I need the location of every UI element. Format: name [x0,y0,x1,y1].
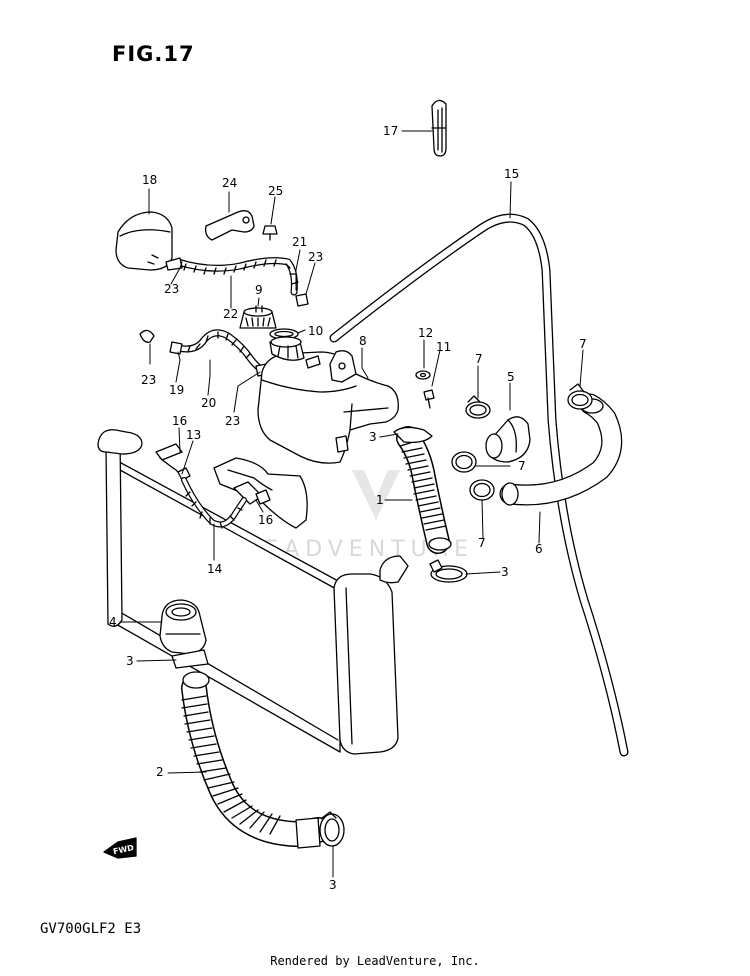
callout-3-d: 3 [329,878,337,892]
callout-21: 21 [292,235,308,249]
part-3-clamp-upper [429,559,468,583]
callout-16-b: 16 [258,513,274,527]
callout-17: 17 [383,124,399,138]
part-7-clamps [451,383,593,501]
callout-22: 22 [223,307,239,321]
callout-14: 14 [207,562,223,576]
callout-16-a: 16 [172,414,188,428]
part-15-overflow-hose [329,213,629,757]
model-code: GV700GLF2 E3 [40,921,142,937]
render-credit: Rendered by LeadVenture, Inc. [270,954,480,968]
callout-3-a: 3 [369,430,377,444]
callout-23-b: 23 [164,282,180,296]
callout-4: 4 [109,615,117,629]
part-12-washer [415,370,431,380]
part-25-screw [262,225,278,241]
part-5-hose [485,416,531,463]
callout-2: 2 [156,765,164,779]
fwd-arrow: FWD [103,837,137,859]
callout-8: 8 [359,334,367,348]
part-9-cap [239,305,277,329]
callout-15: 15 [504,167,520,181]
callout-6: 6 [535,542,543,556]
part-4-fitting [159,599,207,655]
part-3-clamp-lower [319,811,345,847]
callout-7-c: 7 [518,459,526,473]
callout-7-d: 7 [478,536,486,550]
part-3-clamp-mid [171,649,209,669]
callout-11: 11 [436,340,452,354]
part-17-hose-clip [431,99,447,157]
callout-18: 18 [142,173,158,187]
part-8-reservoir-tank [257,336,399,464]
callout-1: 1 [376,493,384,507]
figure-title: FIG.17 [112,42,195,66]
callout-10: 10 [308,324,324,338]
callout-23-a: 23 [308,250,324,264]
callout-7-a: 7 [475,352,483,366]
part-2-hose [181,671,331,849]
callout-23-c: 23 [141,373,157,387]
part-14-wire-harness [181,477,247,529]
radiator [97,429,409,755]
part-11-bolt [423,389,435,409]
callout-7-b: 7 [579,337,587,351]
callout-12: 12 [418,326,434,340]
svg-text:FWD: FWD [112,843,135,856]
part-18-cover [115,211,173,271]
part-1-hose [393,426,452,554]
part-24-bracket [204,210,255,241]
callout-24: 24 [222,176,238,190]
part-23-clamps [139,329,155,343]
callout-23-d: 23 [225,414,241,428]
callout-25: 25 [268,184,284,198]
callout-13: 13 [186,428,202,442]
callout-5: 5 [507,370,515,384]
part-13-sensor [155,443,191,481]
part-20-hose [169,329,269,377]
callout-20: 20 [201,396,217,410]
part-22-hose [165,257,309,307]
callout-9: 9 [255,283,263,297]
callout-3-b: 3 [501,565,509,579]
leader-lines [119,130,584,878]
callout-3-c: 3 [126,654,134,668]
callout-19: 19 [169,383,185,397]
